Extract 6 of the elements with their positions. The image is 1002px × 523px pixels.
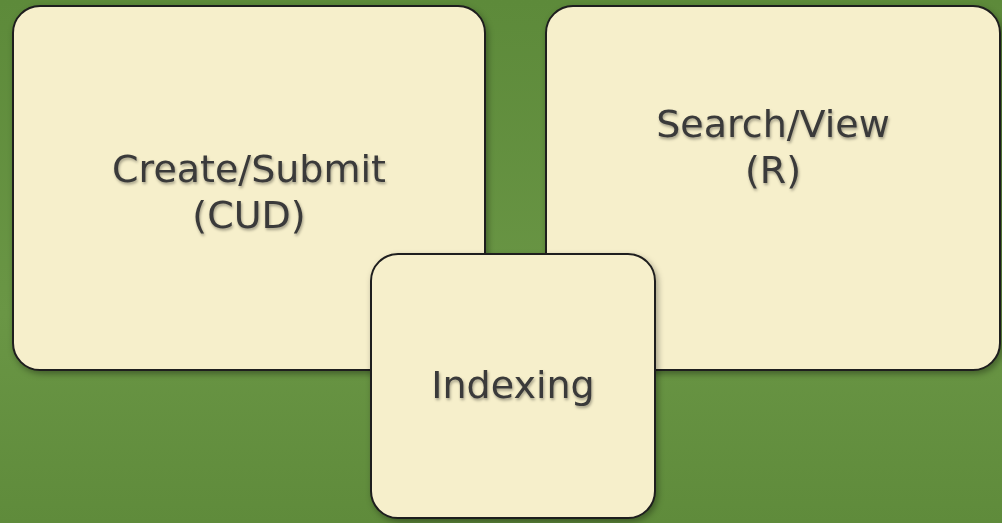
box-label: Search/View (R) [655, 102, 891, 194]
process-box [12, 5, 486, 371]
box-label: Create/Submit (CUD) [111, 147, 387, 239]
process-box [545, 5, 1001, 371]
box-label: Indexing [431, 363, 595, 409]
process-box [370, 253, 656, 519]
